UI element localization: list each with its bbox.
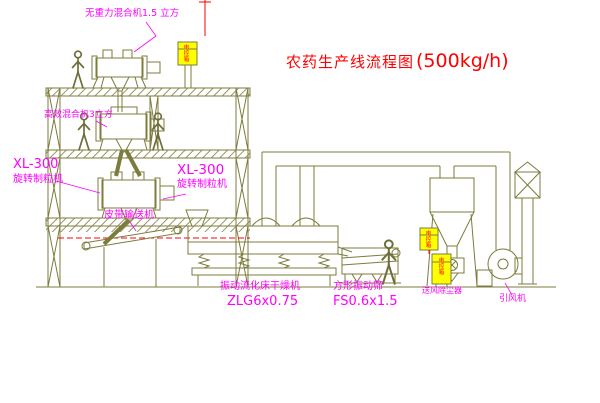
label-fan: 引风机 [499, 294, 527, 304]
label-screen-model: FS0.6x1.5 [333, 294, 398, 309]
rotary-granulator [97, 171, 175, 246]
title-text: 农药生产线流程图 [286, 52, 415, 71]
cyclone-separator [426, 177, 478, 287]
label-dryer-name: 振动流化床干燥机 [220, 281, 300, 292]
control-panel-text: 电控箱 [182, 44, 189, 62]
control-panel-text: 电控箱 [424, 230, 431, 248]
vibrating-screen [339, 247, 401, 284]
label-granulator-mid-name: 旋转制粒机 [177, 179, 227, 190]
red-leader-lines [199, 0, 430, 254]
building-frame [45, 87, 251, 288]
second-floor-slab [45, 149, 251, 159]
page-title: 农药生产线流程图 (500kg/h) [286, 50, 509, 72]
label-mixer1: 无重力混合机1.5 立方 [85, 8, 180, 19]
control-panel-text: 电控箱 [437, 257, 444, 275]
label-granulator-left-name: 旋转制粒机 [13, 174, 63, 185]
label-screen-name: 方形振动筛 [333, 281, 383, 292]
belt-conveyor [81, 225, 183, 287]
title-capacity: (500kg/h) [416, 50, 509, 72]
gravity-free-mixer [91, 49, 161, 112]
induced-draft-fan [476, 248, 523, 287]
control-panel [177, 41, 198, 66]
roof-slab [45, 87, 251, 97]
label-conveyor: 皮带输送机 [104, 210, 154, 221]
control-panels [177, 41, 452, 287]
exhaust-duct [261, 151, 511, 250]
exhaust-stack [513, 161, 542, 285]
workers [71, 50, 397, 285]
label-mixer2: 高效混合机3立方 [44, 110, 113, 120]
label-dryer-model: ZLG6x0.75 [227, 294, 299, 309]
label-leader-lines [55, 21, 513, 296]
fluid-bed-dryer [185, 209, 353, 286]
label-granulator-mid-model: XL-300 [177, 162, 225, 178]
worker-figure [71, 50, 85, 89]
label-duster: 送风除尘器 [422, 286, 462, 295]
label-granulator-left-model: XL-300 [13, 157, 59, 172]
